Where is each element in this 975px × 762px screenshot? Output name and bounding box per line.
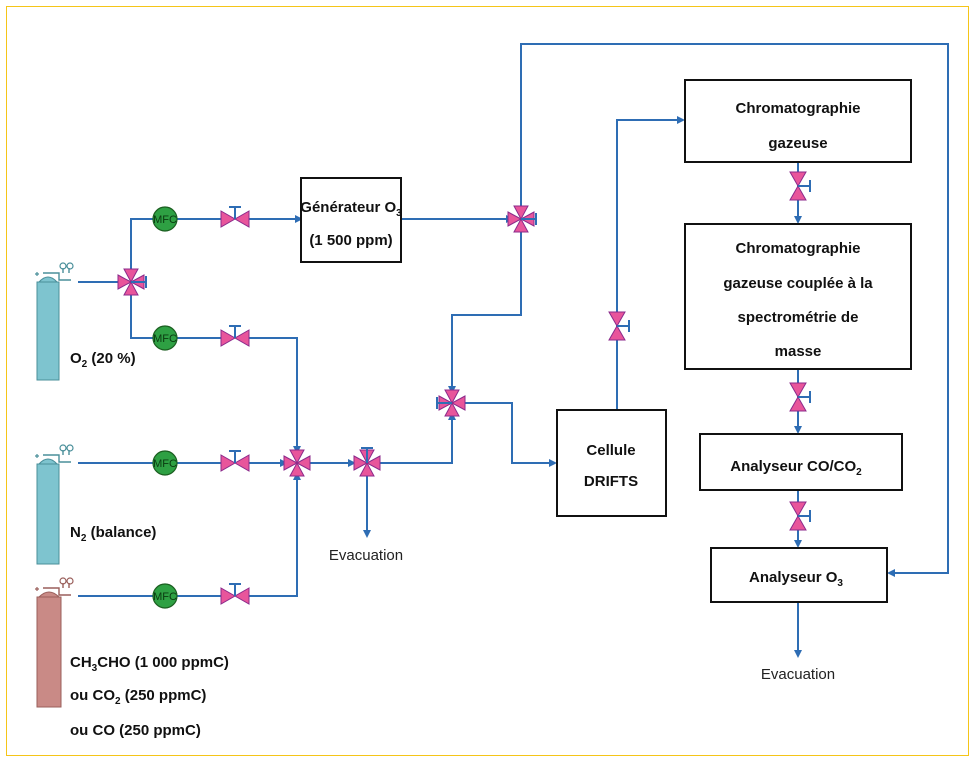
- generateur-title: Générateur O3: [300, 199, 402, 219]
- three-way-valve-icon: [283, 449, 311, 477]
- gas-cylinder-icon: [35, 444, 74, 565]
- three-way-valve-icon: [507, 205, 537, 233]
- box-cellule-drifts: Cellule DRIFTS: [556, 409, 667, 517]
- generateur-ppm: (1 500 ppm): [309, 232, 392, 249]
- box-analyseur-co-co2: Analyseur CO/CO2: [699, 433, 903, 491]
- box-analyseur-o3: Analyseur O3: [710, 547, 888, 603]
- three-way-valve-icon: [353, 447, 381, 477]
- label-voc-line1: CH3CHO (1 000 ppmC): [70, 654, 229, 674]
- evacuation-left: Evacuation: [329, 547, 403, 564]
- valve-icon: [220, 206, 250, 228]
- three-way-valve-icon: [436, 389, 466, 417]
- mfc-label: MFC: [153, 591, 177, 603]
- mass-flow-controller-icon: MFC: [152, 325, 178, 351]
- valve-icon: [220, 450, 250, 472]
- valve-icon: [220, 583, 250, 605]
- gas-cylinder-icon: [35, 577, 74, 708]
- cellule-line1: Cellule: [586, 442, 635, 459]
- mfc-label: MFC: [153, 214, 177, 226]
- gas-cylinder-icon: [35, 262, 74, 381]
- chromato-ms-line2: gazeuse couplée à la: [723, 275, 873, 292]
- valve-icon: [789, 382, 811, 412]
- mass-flow-controller-icon: MFC: [152, 206, 178, 232]
- analyseur-co-title: Analyseur CO/CO2: [730, 458, 862, 478]
- analyseur-o3-title: Analyseur O3: [749, 569, 843, 589]
- pipe-valve-mixer-o2: [249, 337, 301, 454]
- pipe-bypass-to-o3: [520, 43, 949, 577]
- valves: [117, 171, 811, 605]
- valve-icon: [608, 311, 630, 341]
- cellule-line2: DRIFTS: [584, 473, 638, 490]
- pipe-3way-down: [448, 229, 522, 394]
- box-chromatographie-ms: Chromatographie gazeuse couplée à la spe…: [684, 223, 912, 370]
- chromato-line1: Chromatographie: [735, 100, 860, 117]
- valve-icon: [220, 325, 250, 347]
- label-n2: N2 (balance): [70, 524, 156, 544]
- chromato-ms-line4: masse: [775, 343, 822, 360]
- chromato-ms-line1: Chromatographie: [735, 240, 860, 257]
- pipe-3way-cellule: [462, 402, 557, 467]
- pipe-evacvalve-up: [379, 412, 456, 464]
- valve-icon: [789, 501, 811, 531]
- pipe-cellule-chromato: [616, 116, 685, 410]
- label-o2: O2 (20 %): [70, 350, 136, 370]
- box-chromatographie: Chromatographie gazeuse: [684, 79, 912, 163]
- chromato-line2: gazeuse: [768, 135, 827, 152]
- pipe-valve-mixer-voc: [249, 472, 301, 597]
- mfc-controllers: MFC MFC MFC MFC: [152, 206, 178, 609]
- evacuation-right: Evacuation: [761, 666, 835, 683]
- label-voc-line3: ou CO (250 ppmC): [70, 722, 201, 739]
- pipe-o2-split-down: [130, 292, 156, 339]
- box-generateur-o3: Générateur O3 (1 500 ppm): [300, 177, 402, 263]
- mass-flow-controller-icon: MFC: [152, 583, 178, 609]
- pipe-o2-split-up: [130, 218, 156, 273]
- mfc-label: MFC: [153, 458, 177, 470]
- mass-flow-controller-icon: MFC: [152, 450, 178, 476]
- valve-icon: [789, 171, 811, 201]
- label-voc-line2: ou CO2 (250 ppmC): [70, 687, 206, 707]
- three-way-valve-icon: [117, 268, 147, 296]
- mfc-label: MFC: [153, 333, 177, 345]
- chromato-ms-line3: spectrométrie de: [738, 309, 859, 326]
